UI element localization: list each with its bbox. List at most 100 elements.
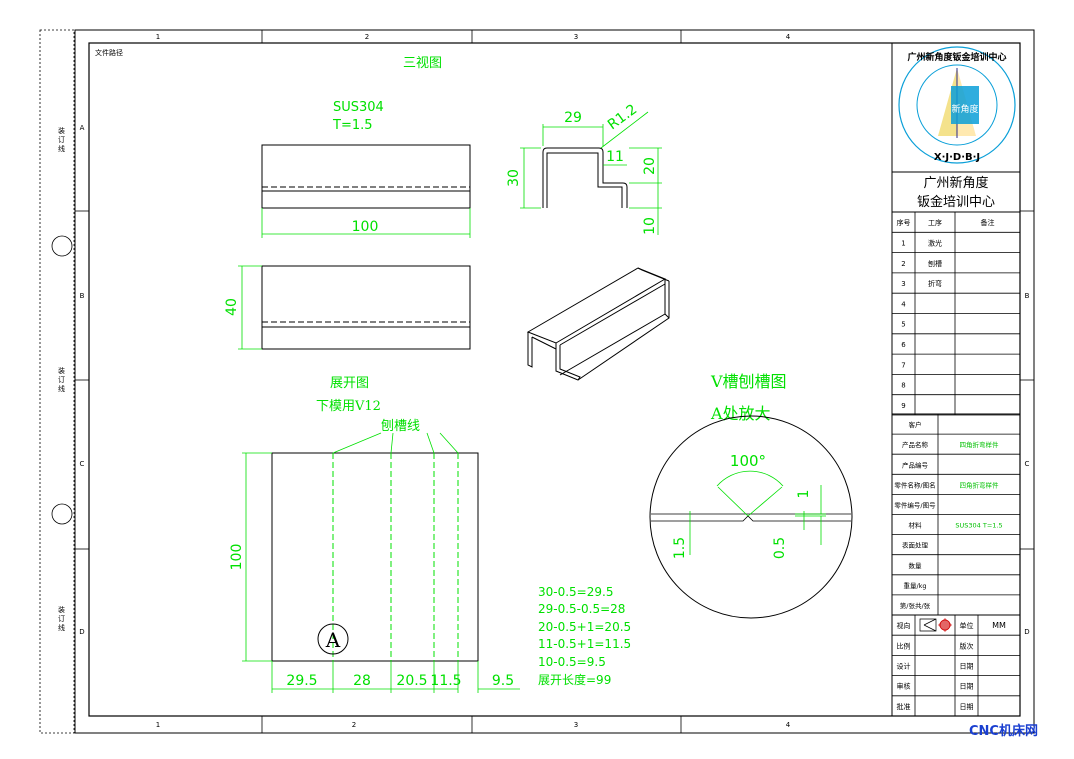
binding-label: 装订线	[58, 126, 65, 153]
column-label: 2	[352, 721, 356, 729]
dim-front-height	[238, 265, 262, 350]
watermark: CNC机床网	[969, 723, 1038, 739]
side-profile	[542, 147, 628, 208]
org-logo: 新角度 广州新角度钣金培训中心 X·J·D·B·J	[898, 46, 1016, 164]
process-row-number: 6	[901, 341, 906, 349]
row-label: B	[1025, 292, 1030, 300]
version-label: 版次	[960, 641, 974, 650]
process-row-step: 折弯	[928, 279, 942, 288]
process-row-step: 激光	[928, 238, 942, 247]
row-label: D	[79, 628, 84, 636]
process-row-number: 2	[901, 260, 905, 268]
binding-hole	[51, 503, 73, 525]
view-label: 视向	[897, 621, 911, 630]
dim-profile-29: 29	[564, 110, 582, 126]
logo-ring-text: 广州新角度钣金培训中心	[907, 51, 1006, 63]
outer-frame	[74, 29, 1035, 734]
design-label: 设计	[897, 662, 911, 671]
calc-line: 20-0.5+1=20.5	[538, 620, 631, 634]
process-header: 工序	[928, 218, 942, 227]
flat-pattern: A	[271, 432, 479, 662]
info-label: 零件编号/图号	[894, 500, 936, 509]
dim-profile	[520, 111, 662, 235]
calculations: 30-0.5=29.5 29-0.5-0.5=28 20-0.5+1=20.5 …	[538, 585, 631, 687]
vgroove-detail	[649, 415, 853, 619]
info-label: 重量/kg	[903, 582, 926, 590]
process-header: 备注	[981, 218, 995, 227]
logo-letters: X·J·D·B·J	[934, 152, 980, 163]
logo-center-text: 新角度	[951, 103, 978, 115]
dim-front-height-label: 40	[224, 298, 240, 316]
unit-label: 单位	[960, 621, 974, 630]
dim-profile-radius: R1.2	[605, 101, 640, 133]
org-name-line2: 钣金培训中心	[917, 194, 995, 210]
dim-v-1: 1	[796, 490, 812, 499]
groove-line-label: 刨槽线	[381, 419, 420, 434]
info-value: 四角折弯样件	[960, 480, 1000, 489]
approve-label: 批准	[897, 702, 911, 711]
process-header: 序号	[897, 218, 911, 227]
row-label: D	[1024, 628, 1029, 636]
check-label: 审核	[897, 682, 911, 691]
column-label: 4	[786, 33, 791, 41]
front-view	[261, 265, 471, 350]
zone-ticks	[75, 30, 1034, 733]
projection-diamond-icon	[938, 618, 952, 632]
row-label: C	[1025, 460, 1030, 468]
calc-line: 10-0.5=9.5	[538, 655, 606, 669]
vgroove-subtitle: A处放大	[710, 404, 771, 423]
dim-flat-w5: 9.5	[492, 673, 514, 689]
column-label: 2	[365, 33, 369, 41]
process-row-number: 7	[901, 361, 905, 369]
dim-flat-w2: 28	[353, 673, 371, 689]
column-label: 4	[786, 721, 791, 729]
detail-marker-label: A	[325, 628, 341, 652]
column-label: 1	[156, 721, 160, 729]
projection-symbol-icon	[919, 618, 937, 632]
date-label: 日期	[960, 703, 974, 711]
dim-flat-widths	[271, 661, 520, 693]
process-row-number: 8	[901, 382, 905, 390]
row-label: B	[80, 292, 85, 300]
column-label: 3	[574, 721, 578, 729]
binding-hole	[51, 235, 73, 257]
flat-subtitle: 下模用V12	[316, 399, 381, 414]
dim-profile-30: 30	[506, 169, 522, 187]
info-label: 第/张共/张	[900, 601, 931, 610]
info-label: 数量	[909, 561, 923, 570]
vgroove-title: V槽刨槽图	[710, 372, 787, 391]
calc-line: 30-0.5=29.5	[538, 585, 613, 599]
dim-top-width-label: 100	[352, 219, 379, 235]
calc-line: 29-0.5-0.5=28	[538, 602, 625, 616]
dim-flat-w3: 20.5	[396, 673, 427, 689]
isometric-view	[526, 267, 670, 381]
binding-label: 装订线	[58, 605, 65, 632]
dim-v-05: 0.5	[772, 537, 788, 559]
process-row-number: 9	[901, 402, 905, 410]
info-label: 零件名称/图名	[894, 480, 935, 489]
dim-top-width	[261, 208, 471, 238]
dim-profile-10: 10	[642, 217, 658, 235]
info-label: 产品编号	[902, 460, 929, 469]
views-title: 三视图	[403, 56, 442, 71]
date-label: 日期	[960, 683, 974, 691]
row-label: C	[80, 460, 85, 468]
info-label: 客户	[909, 420, 922, 429]
zone-labels: 1 2 3 4 1 2 3 4 A B C D B C D	[79, 33, 1029, 729]
dim-flat-height-label: 100	[229, 544, 245, 571]
info-label: 材料	[909, 521, 923, 530]
process-row-number: 1	[901, 239, 905, 247]
material-line1: SUS304	[333, 100, 384, 115]
info-label: 产品名称	[902, 440, 929, 449]
calc-line: 展开长度=99	[538, 672, 611, 687]
dim-v-angle: 100°	[730, 452, 766, 470]
row-label: A	[80, 124, 85, 132]
dim-v-15: 1.5	[672, 537, 688, 559]
dim-flat-w1: 29.5	[286, 673, 317, 689]
info-value: SUS304 T=1.5	[955, 522, 1002, 530]
file-path-label: 文件路径	[95, 48, 123, 57]
info-label: 表面处理	[902, 541, 929, 550]
